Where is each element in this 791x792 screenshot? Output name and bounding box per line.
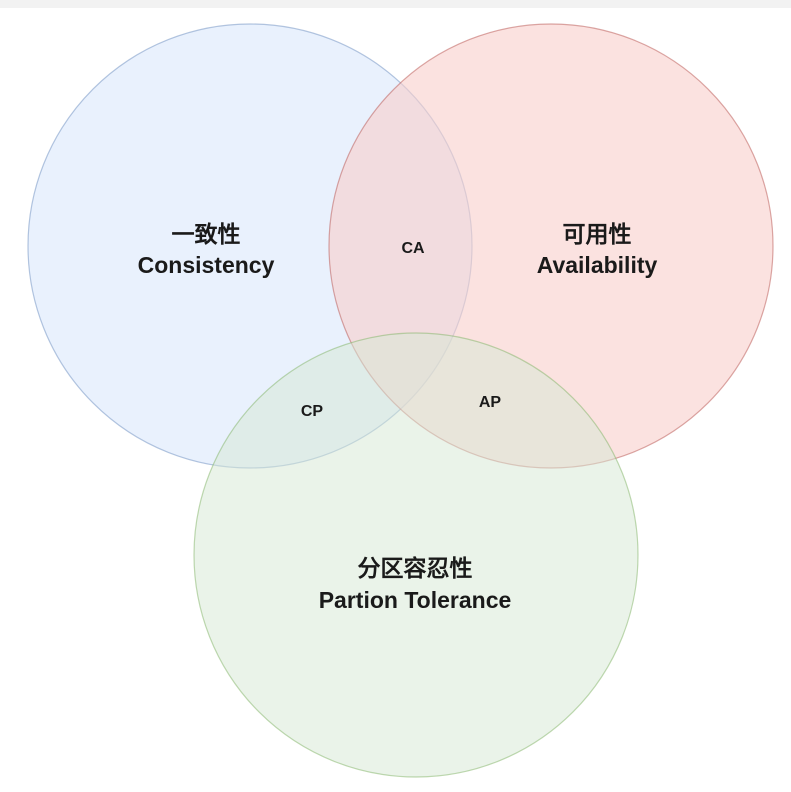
availability-title-zh: 可用性 xyxy=(563,222,632,248)
partition-tolerance-title-en: Partion Tolerance xyxy=(319,587,512,613)
overlap-label-ap: AP xyxy=(479,394,502,411)
partition-tolerance-title-zh: 分区容忍性 xyxy=(358,555,473,582)
overlap-label-ca: CA xyxy=(401,240,425,257)
consistency-title-zh: 一致性 xyxy=(172,221,241,248)
consistency-title-en: Consistency xyxy=(138,252,275,278)
top-strip xyxy=(0,0,791,8)
partition-tolerance-circle xyxy=(193,332,639,778)
overlap-label-cp: CP xyxy=(301,403,324,420)
availability-title-en: Availability xyxy=(537,252,658,278)
